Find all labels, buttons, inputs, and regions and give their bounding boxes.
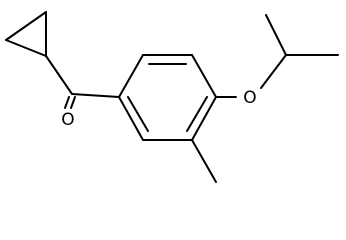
- isopropoxy-group: O: [215, 14, 339, 108]
- bond-ring-inner-2: [186, 96, 208, 132]
- bond-carbonyl-double-2: [70, 96, 76, 109]
- cyclopropyl-ring: [5, 11, 47, 57]
- bond-cyclopropyl-1: [5, 11, 47, 41]
- molecule-structure: O O: [5, 11, 339, 183]
- bond-carbonyl-double-1: [64, 96, 70, 109]
- benzene-ring: [118, 54, 217, 141]
- bond-cyclopropyl-carbonyl: [45, 55, 73, 95]
- ether-oxygen-label: O: [243, 88, 256, 108]
- bond-ring-3: [191, 54, 217, 98]
- bond-ring-4: [191, 96, 217, 141]
- bond-cyclopropyl-2: [5, 39, 47, 57]
- bond-ring-1: [118, 54, 144, 98]
- bond-methyl: [191, 139, 217, 183]
- carbonyl-oxygen-label: O: [61, 110, 74, 130]
- bond-ether-oxygen-ch: [260, 54, 287, 89]
- bond-carbonyl-ring: [71, 93, 120, 98]
- bond-isopropyl-methyl-1: [265, 14, 287, 56]
- carbonyl-group: O: [61, 96, 76, 130]
- bond-ring-6: [118, 96, 144, 141]
- bond-ring-inner-3: [127, 96, 149, 132]
